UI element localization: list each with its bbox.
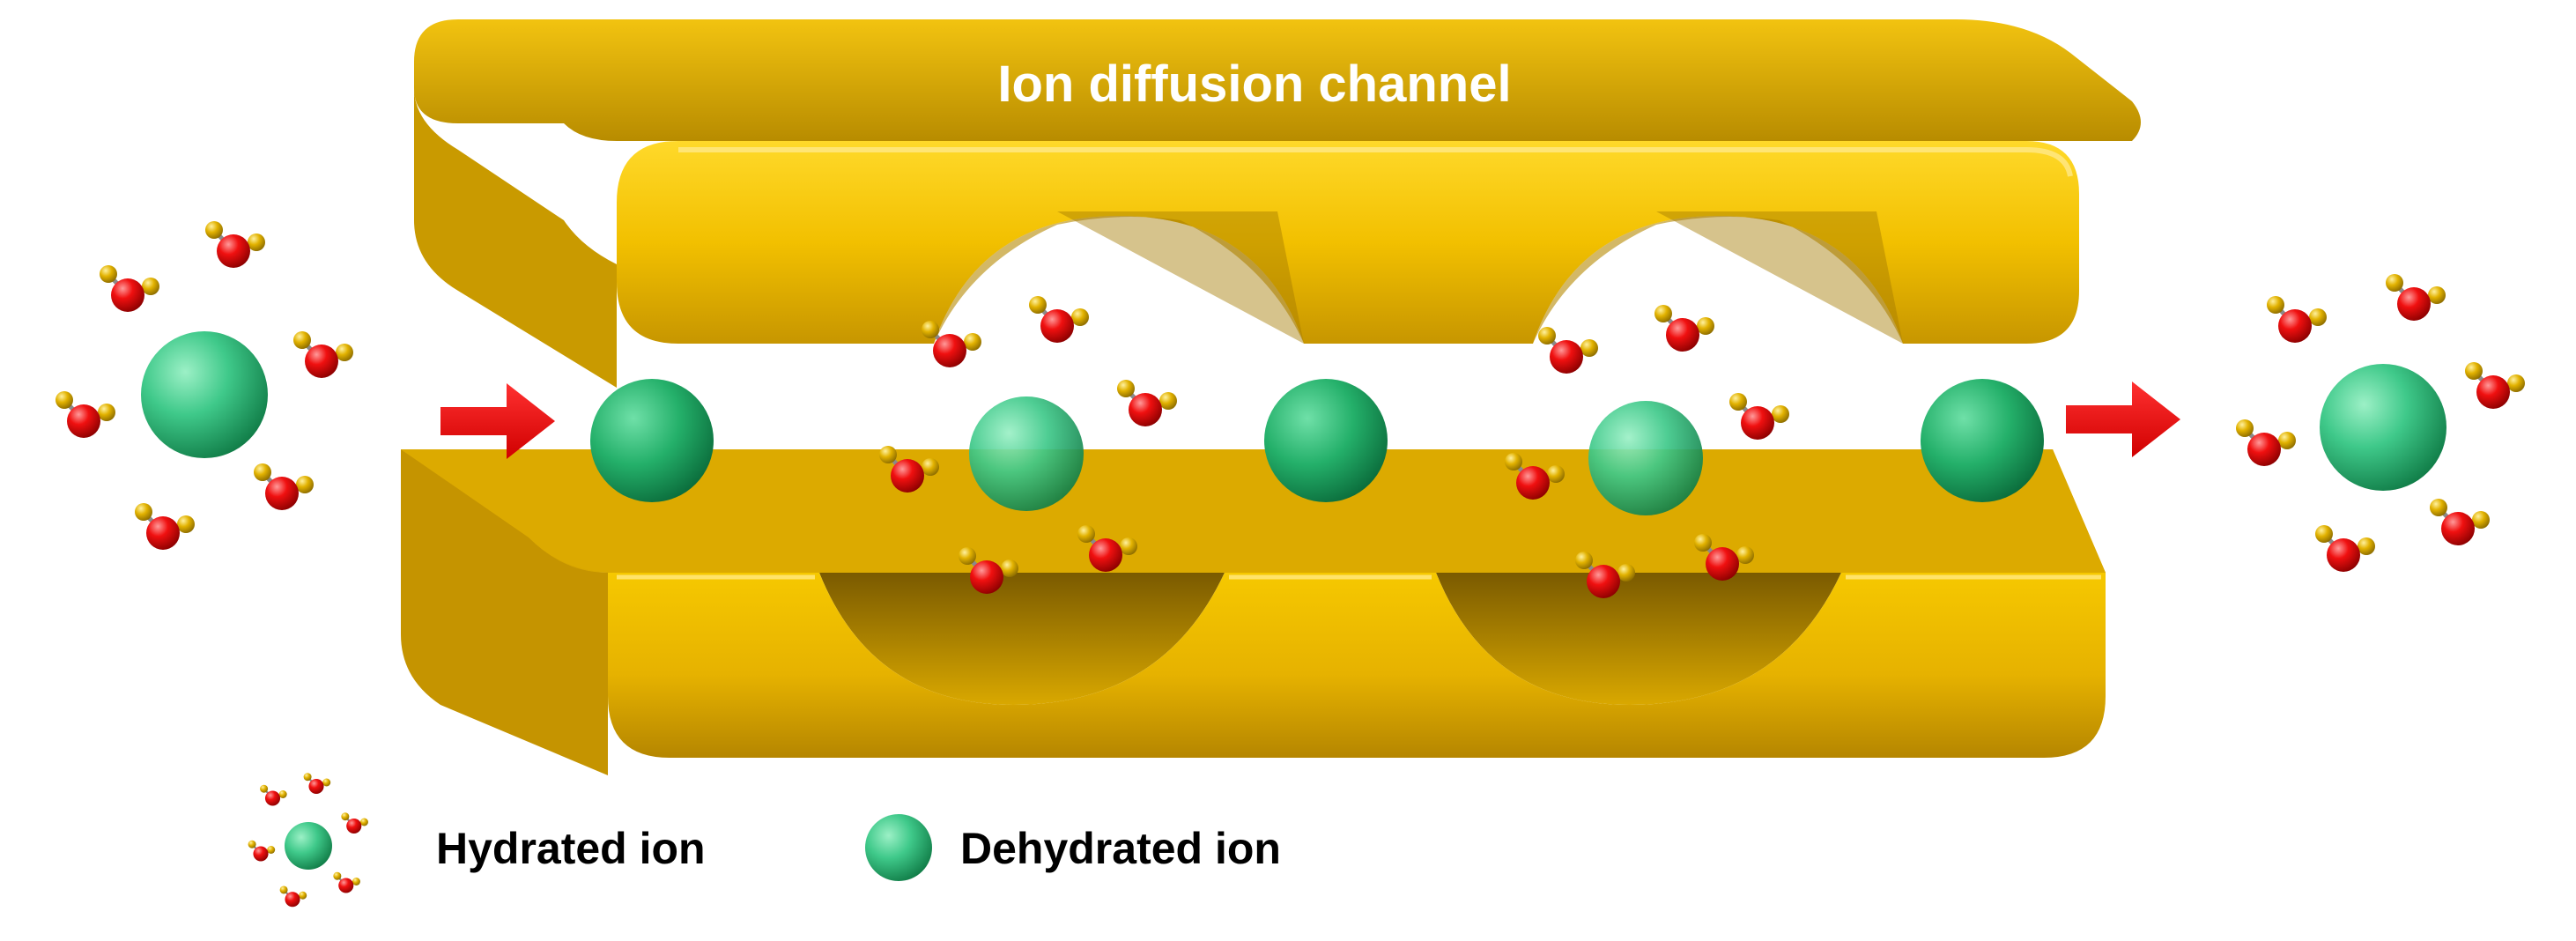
hydrated-ion-left	[56, 221, 353, 550]
dehydrated-ion-pocket-left	[969, 396, 1084, 511]
dehydrated-ion-icon	[865, 814, 932, 881]
arrow-out-icon	[2066, 382, 2180, 457]
channel-lower-block	[401, 449, 2106, 775]
hydrated-ion-right	[2236, 274, 2525, 572]
dehydrated-ion	[590, 379, 714, 502]
legend-label-hydrated: Hydrated ion	[436, 824, 706, 873]
channel-upper-front	[617, 141, 2079, 344]
channel-ions	[590, 379, 2044, 515]
hydrated-ion-icon	[247, 772, 370, 908]
channel-top-face	[414, 19, 2141, 141]
channel-left-face	[414, 62, 617, 388]
channel-title: Ion diffusion channel	[997, 56, 1511, 113]
dehydrated-ion	[1921, 379, 2044, 502]
arrow-in	[440, 383, 555, 459]
arrow-in-icon	[440, 383, 555, 459]
channel-lower-front	[608, 573, 2106, 758]
lower-pocket-left	[819, 573, 1225, 705]
dehydrated-ion	[1264, 379, 1388, 502]
dehydrated-ion-pocket-right	[1588, 401, 1703, 515]
channel-upper-block	[414, 19, 2141, 388]
legend-label-dehydrated: Dehydrated ion	[960, 824, 1281, 873]
legend: Hydrated ion Dehydrated ion	[247, 772, 1281, 908]
arrow-out	[2066, 382, 2180, 457]
lower-pocket-right	[1436, 573, 1841, 705]
